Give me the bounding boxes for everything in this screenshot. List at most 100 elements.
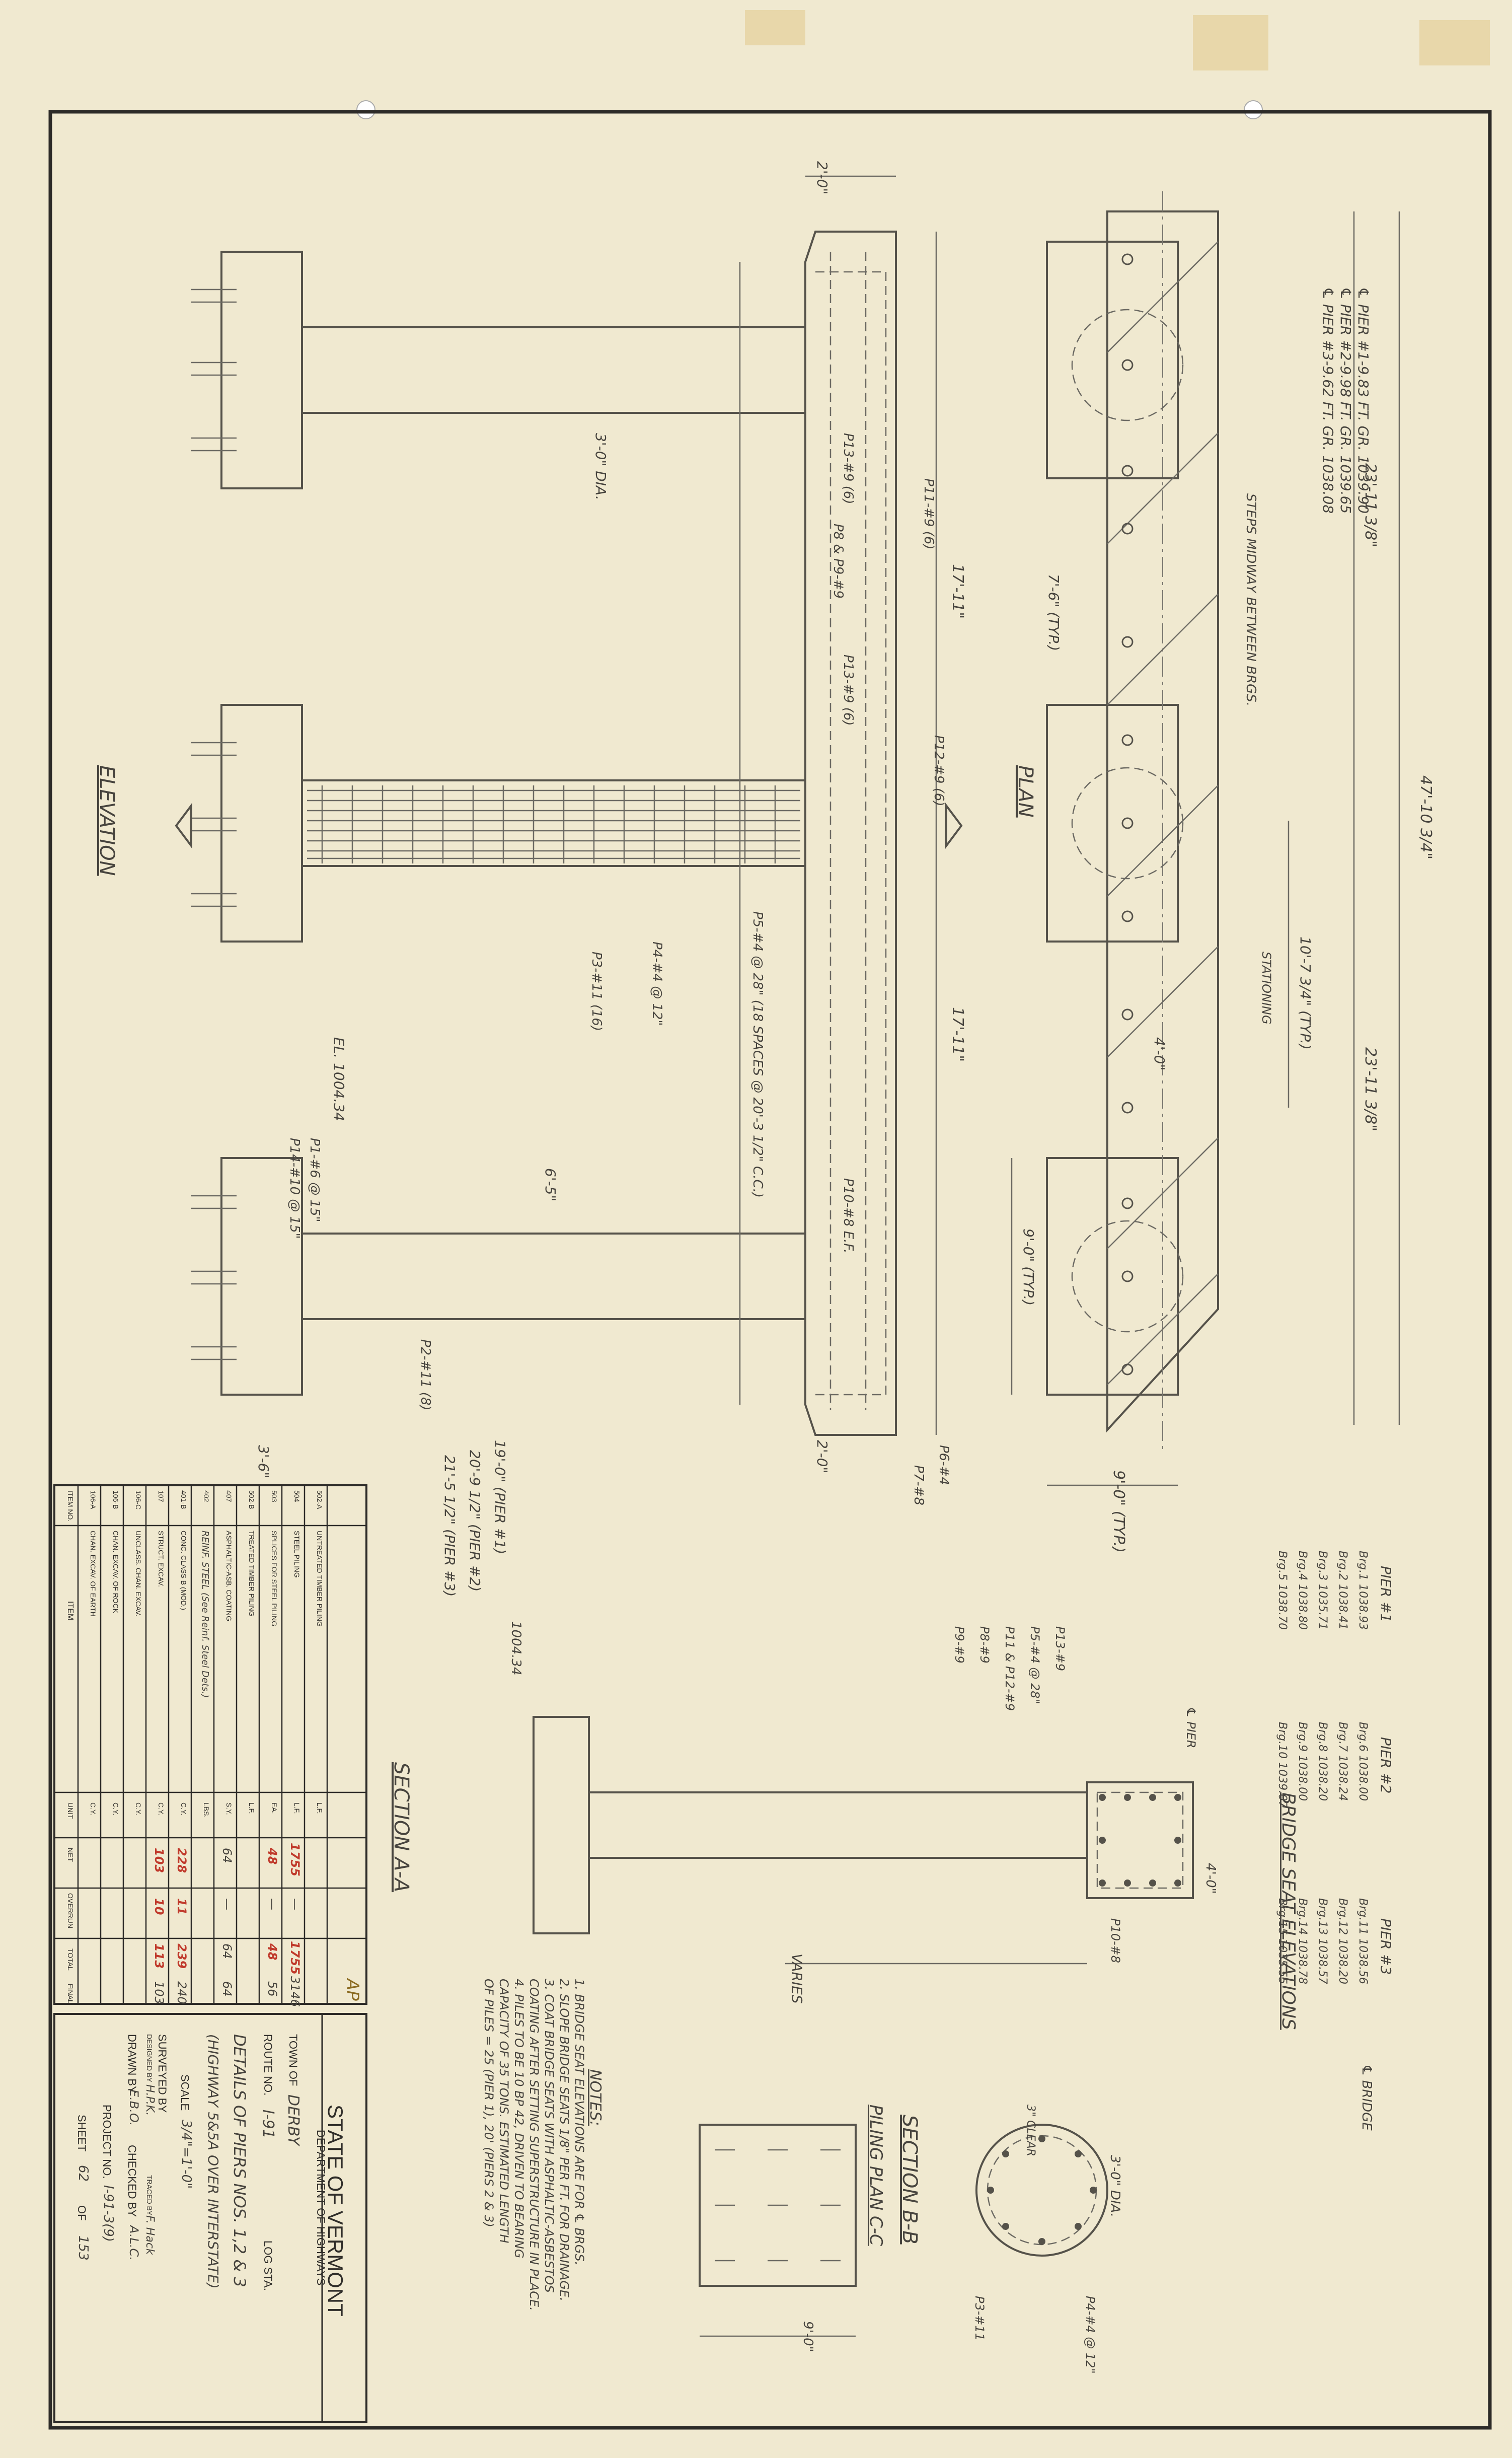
- qty-r9-final: 3146: [288, 1976, 302, 2007]
- qty-r6-total: 64: [220, 1943, 234, 1959]
- qty-r4-item: CONC. CLASS B (MOD.): [180, 1531, 188, 1610]
- qty-r9-overrun: —: [288, 1898, 302, 1910]
- qty-r9-unit: L.F.: [293, 1802, 301, 1814]
- bar-p1: P1-#6 @ 15": [307, 1138, 322, 1222]
- footing-3: [220, 1157, 303, 1396]
- footing-2: [220, 704, 303, 943]
- pier-cl-label: ℄ PIER: [1184, 1707, 1198, 1749]
- qty-r4-no: 401-B: [180, 1490, 188, 1509]
- varies-label: VARIES: [789, 1954, 805, 2004]
- qty-r7-no: 502-B: [248, 1490, 256, 1509]
- dim-9-0-c: 9'-0": [800, 2321, 815, 2352]
- bar-p13: P13-#9 (6): [841, 433, 856, 504]
- qty-r10-no: 502-A: [316, 1490, 324, 1509]
- tb-designed: H.P.K.: [143, 2084, 156, 2116]
- qty-r8-final: 56: [265, 1981, 279, 1997]
- bb-p3: P3-#11: [972, 2296, 987, 2341]
- tb-of-label: OF: [75, 2205, 88, 2221]
- note-1: 1. BRIDGE SEAT ELEVATIONS ARE FOR ℄ BRGS…: [572, 1979, 586, 2266]
- qty-r6-item: ASPHALTIC-ASB. COATING: [225, 1531, 233, 1621]
- tb-route: I-91: [259, 2110, 277, 2139]
- qty-r5-unit: LBS.: [202, 1802, 210, 1818]
- bar-p7: P7-#8: [911, 1465, 926, 1505]
- bseat-8: Brg.8 1038.20: [1316, 1722, 1329, 1801]
- bseat-5: Brg.5 1038.70: [1276, 1551, 1289, 1630]
- tb-town-label: TOWN OF: [287, 2034, 299, 2086]
- qty-r0-item: CHAN. EXCAV. OF EARTH: [89, 1531, 97, 1617]
- bseat-2: Brg.2 1038.41: [1336, 1551, 1349, 1630]
- footing-1: [220, 251, 303, 489]
- tb-traced-label: TRACED BY: [145, 2175, 154, 2216]
- bar-p12: P12-#9 (6): [931, 735, 946, 807]
- dim-20-9: 20'-9 1/2" (PIER #2): [467, 1450, 483, 1592]
- dim-2-0: 2'-0": [814, 161, 830, 195]
- qty-r3-net: 103: [152, 1848, 166, 1873]
- qty-initials: AP: [342, 1979, 362, 2001]
- tb-project: I-91-3(9): [101, 2185, 116, 2242]
- quantities-table: [53, 1484, 367, 2005]
- qty-r7-item: TREATED TIMBER PILING: [248, 1531, 256, 1617]
- qty-r3-total: 113: [152, 1943, 166, 1969]
- qty-r1-unit: C.Y.: [112, 1802, 120, 1816]
- qty-h-total: TOTAL: [66, 1948, 74, 1971]
- qty-r6-net: 64: [220, 1848, 234, 1863]
- plan-view: [1011, 191, 1400, 1486]
- qty-r6-unit: S.Y.: [225, 1802, 233, 1815]
- qty-r6-final: 64: [220, 1981, 234, 1997]
- section-bb-label: SECTION B-B: [898, 2115, 921, 2245]
- qty-r10-unit: L.F.: [316, 1802, 324, 1814]
- qty-h-final: FINAL: [66, 1984, 74, 2004]
- pier2-label: PIER #2: [1378, 1737, 1394, 1794]
- dim-17-11-b: 17'-11": [949, 1007, 966, 1062]
- plan-cap: [1106, 210, 1219, 1433]
- plan-footing-3: [1046, 1157, 1179, 1396]
- dim-47-10: 47'-10 3/4": [1417, 775, 1434, 860]
- qty-r2-item: UNCLASS. CHAN. EXCAV.: [134, 1531, 142, 1617]
- tb-drawn-label: DRAWN BY: [126, 2034, 138, 2093]
- tb-sheet: 62: [75, 2165, 91, 2182]
- tb-of: 153: [75, 2235, 91, 2261]
- bar-p5: P5-#4 @ 28" (18 SPACES @ 20'-3 1/2" C.C.…: [750, 911, 765, 1198]
- dim-3-6: 3'-6": [255, 1445, 272, 1479]
- bseat-12: Brg.12 1038.20: [1336, 1898, 1349, 1985]
- qty-r3-unit: C.Y.: [157, 1802, 165, 1816]
- qty-h-item-no: ITEM NO.: [66, 1490, 74, 1522]
- pier-note-a: ℄ PIER #1-9.83 FT. GR. 1039.90: [1355, 287, 1372, 514]
- sa-p11-p12: P11 & P12-#9: [1003, 1626, 1017, 1711]
- elev-1004: EL. 1004.34: [331, 1037, 347, 1121]
- note-7: OF PILES = 25 (PIER 1), 20' (PIERS 2 & 3…: [482, 1979, 496, 2227]
- tb-department: DEPARTMENT OF HIGHWAYS: [315, 2130, 327, 2286]
- bseat-14: Brg.14 1038.78: [1296, 1898, 1309, 1985]
- qty-r6-overrun: —: [220, 1898, 234, 1910]
- tb-designed-label: DESIGNED BY: [145, 2034, 154, 2082]
- sa-p8: P8-#9: [977, 1626, 992, 1664]
- qty-r3-final: 103: [152, 1981, 166, 2004]
- qty-h-net: NET: [66, 1848, 74, 1862]
- bseat-13: Brg.13 1038.57: [1316, 1898, 1329, 1985]
- bseat-9: Brg.9 1038.00: [1296, 1722, 1309, 1801]
- steps-note: STEPS MIDWAY BETWEEN BRGS.: [1243, 493, 1258, 706]
- qty-r5-no: 402: [202, 1490, 210, 1502]
- qty-r4-unit: C.Y.: [180, 1802, 188, 1816]
- plan-footing-2: [1046, 704, 1179, 943]
- pier-cap: [804, 231, 897, 1436]
- qty-h-unit: UNIT: [66, 1802, 74, 1819]
- qty-r8-net: 48: [265, 1848, 279, 1865]
- dim-10-7: 10'-7 3/4" (TYP.): [1297, 936, 1314, 1050]
- dim-9-0-typ: 9'-0" (TYP.): [1110, 1470, 1127, 1553]
- qty-r8-overrun: —: [265, 1898, 279, 1910]
- el-1004-b: 1004.34: [508, 1621, 523, 1676]
- bseat-7: Brg.7 1038.24: [1336, 1722, 1349, 1801]
- bseat-11: Brg.11 1038.56: [1356, 1898, 1369, 1985]
- bar-p10: P10-#8 E.F.: [841, 1178, 856, 1254]
- tb-sheet-label: SHEET: [75, 2115, 88, 2152]
- qty-r2-no: 106-C: [134, 1490, 142, 1510]
- qty-r5-item: REINF. STEEL (See Reinf. Steel Dets.): [200, 1531, 210, 1698]
- bseat-1: Brg.1 1038.93: [1356, 1551, 1369, 1630]
- dim-3-0-dia: 3'-0" DIA.: [592, 433, 609, 500]
- dim-3-0-dia-b: 3'-0" DIA.: [1107, 2155, 1122, 2218]
- qty-h-overrun: OVERRUN: [66, 1893, 74, 1929]
